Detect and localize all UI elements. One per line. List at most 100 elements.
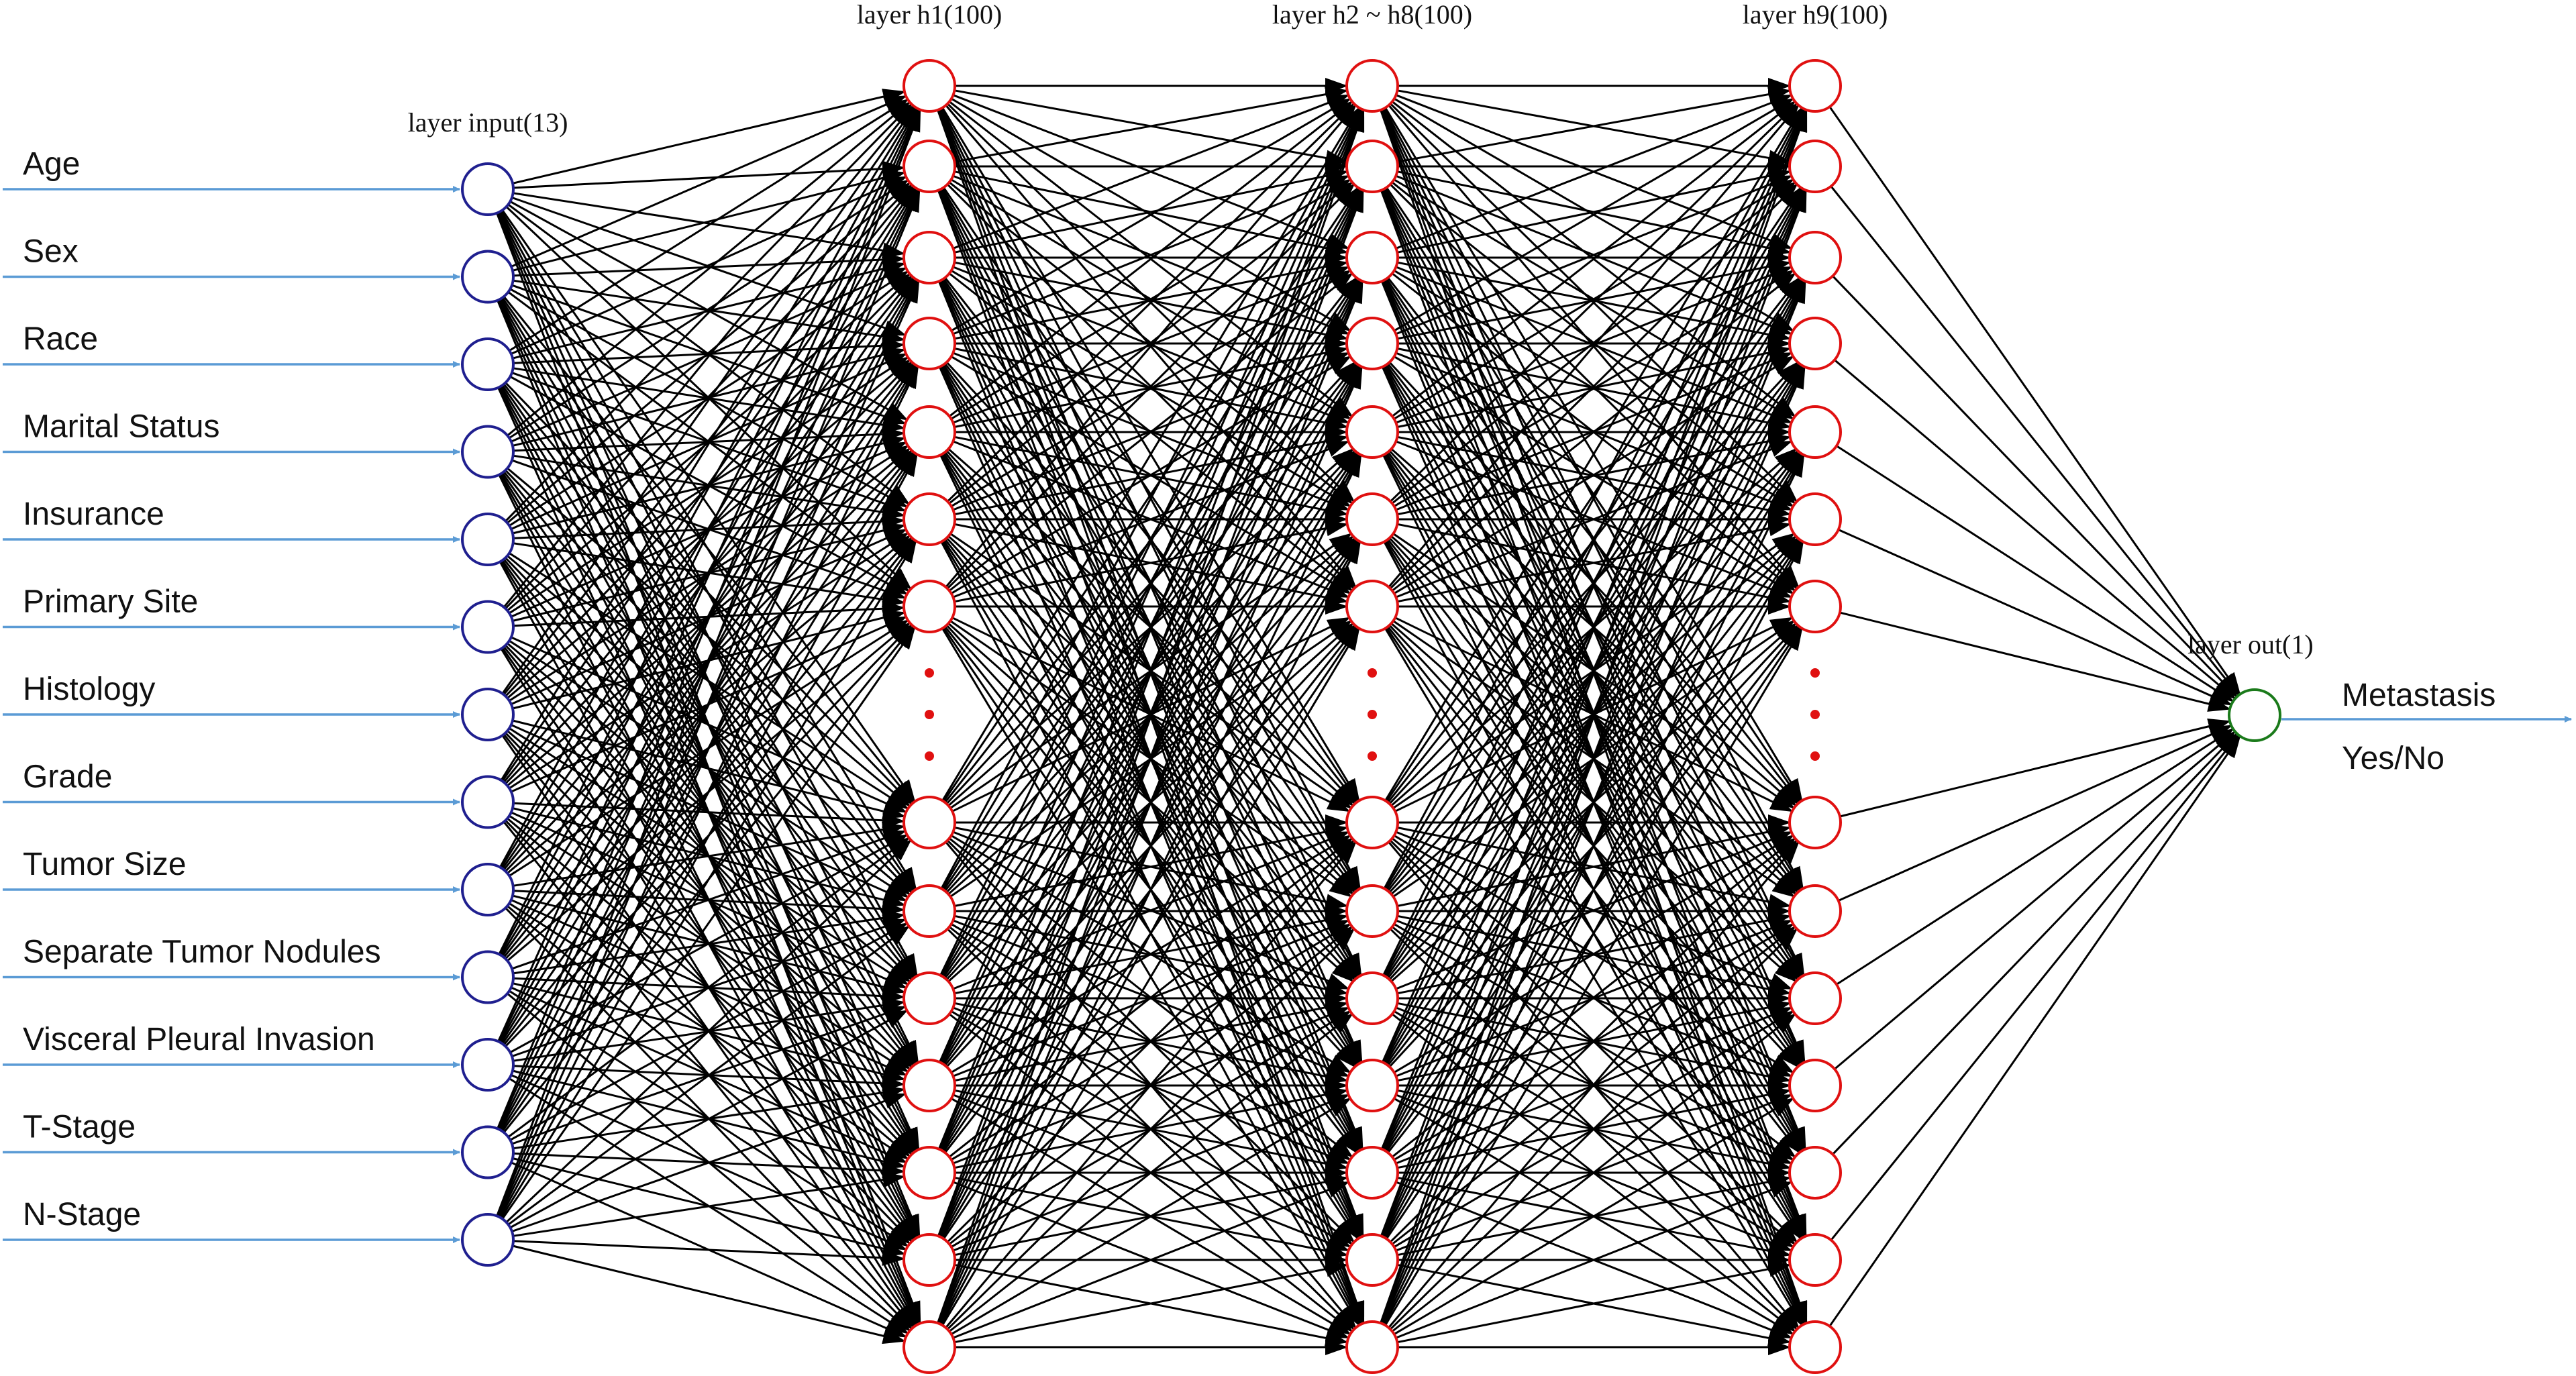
ellipsis-dot (1368, 668, 1377, 678)
connection-edge (1393, 270, 1795, 507)
feature-label: Grade (23, 759, 112, 795)
connection-edge (1380, 108, 1808, 1236)
connection-edge (511, 636, 908, 813)
hidden-node (1788, 317, 1842, 370)
connection-edge (1832, 732, 2238, 1155)
connection-edge (1395, 440, 1793, 598)
connection-edge (503, 104, 915, 608)
hidden-layer-h1-label: layer h1(100) (857, 0, 1002, 30)
connection-edge (1390, 103, 1798, 502)
connection-edge (937, 108, 1365, 1236)
input-node (461, 950, 515, 1004)
connection-edge (937, 189, 1364, 1237)
connection-edge (505, 183, 913, 610)
network-nodes (461, 59, 2281, 1374)
connection-edge (1393, 1098, 1795, 1335)
connection-edge (937, 189, 1365, 1324)
input-node (461, 513, 515, 566)
ellipsis-dot (925, 751, 934, 761)
connection-edge (946, 183, 1355, 590)
connection-edge (505, 839, 912, 1223)
connection-edge (497, 279, 920, 1217)
hidden-node (1345, 405, 1399, 459)
ellipsis-dots (925, 668, 1820, 761)
connection-edge (509, 1009, 909, 1229)
input-arrows (3, 186, 460, 1243)
connection-edge (950, 178, 1352, 420)
input-node (461, 337, 515, 391)
hidden-node (1788, 1059, 1842, 1112)
connection-edge (1388, 104, 1800, 588)
connection-edge (1838, 529, 2233, 706)
connection-edge (511, 95, 907, 268)
labels: layer input(13) layer h1(100) layer h2 ~… (23, 0, 2572, 1232)
connection-edge (1393, 835, 1795, 1073)
ellipsis-dot (1368, 710, 1377, 719)
hidden-node (1345, 231, 1399, 284)
hidden-node (1788, 1146, 1842, 1200)
connection-edge (497, 107, 920, 1043)
connection-edge (499, 187, 919, 955)
hidden-node (903, 796, 956, 849)
connection-edge (511, 176, 908, 355)
connection-edge (1391, 101, 1796, 417)
hidden-node (1345, 580, 1399, 633)
hidden-node (1345, 1059, 1399, 1112)
connection-edge (940, 107, 1361, 890)
input-layer-label: layer input(13) (408, 107, 568, 138)
hidden-node (1345, 971, 1399, 1025)
hidden-node (1788, 971, 1842, 1025)
connection-edge (937, 109, 1365, 1324)
feature-label: N-Stage (23, 1197, 141, 1232)
hidden-node (903, 580, 956, 633)
connection-edge (939, 188, 1362, 1063)
feature-label: Separate Tumor Nodules (23, 935, 381, 970)
feature-label: Visceral Pleural Invasion (23, 1022, 375, 1057)
input-node (461, 600, 515, 654)
connection-edge (947, 103, 1355, 502)
hidden-node (903, 405, 956, 459)
connection-edge (512, 170, 907, 272)
connection-edge (950, 835, 1352, 1073)
connection-edge (1389, 183, 1798, 590)
connection-edge (952, 174, 1350, 335)
hidden-node (1345, 884, 1399, 938)
output-result-label: Metastasis (2342, 678, 2495, 713)
connection-edge (1395, 94, 1793, 250)
connection-edge (1395, 1181, 1793, 1339)
input-node (461, 425, 515, 479)
hidden-node (1345, 317, 1399, 370)
connection-edge (513, 1240, 905, 1266)
connection-edge (498, 188, 919, 1043)
connection-edge (1391, 272, 1796, 592)
connection-edge (1380, 189, 1807, 1237)
hidden-node (1788, 580, 1842, 633)
connection-edge (511, 266, 908, 443)
connection-edge (513, 160, 906, 189)
connection-edge (952, 831, 1350, 990)
hidden-node (1345, 796, 1399, 849)
connection-edge (507, 925, 911, 1226)
hidden-node (1345, 1146, 1399, 1200)
hidden-node (903, 231, 956, 284)
hidden-node (1345, 140, 1399, 193)
connection-edge (1391, 181, 1796, 505)
feature-label: T-Stage (23, 1110, 136, 1145)
connection-edge (509, 179, 909, 439)
connection-edge (948, 837, 1353, 1158)
connection-edge (1388, 841, 1800, 1328)
hidden-node (1345, 59, 1399, 113)
connection-edge (1390, 928, 1798, 1330)
input-node (461, 863, 515, 916)
connection-edge (954, 1261, 1349, 1344)
connection-edge (497, 189, 921, 1217)
connection-edge (497, 108, 921, 1129)
hidden-node (903, 971, 956, 1025)
connection-edge (945, 841, 1357, 1328)
ellipsis-dot (1368, 751, 1377, 761)
connection-edge (954, 86, 1349, 163)
connection-edge (1383, 540, 1804, 1326)
connection-edge (939, 107, 1363, 1063)
connection-edge (1394, 97, 1794, 332)
